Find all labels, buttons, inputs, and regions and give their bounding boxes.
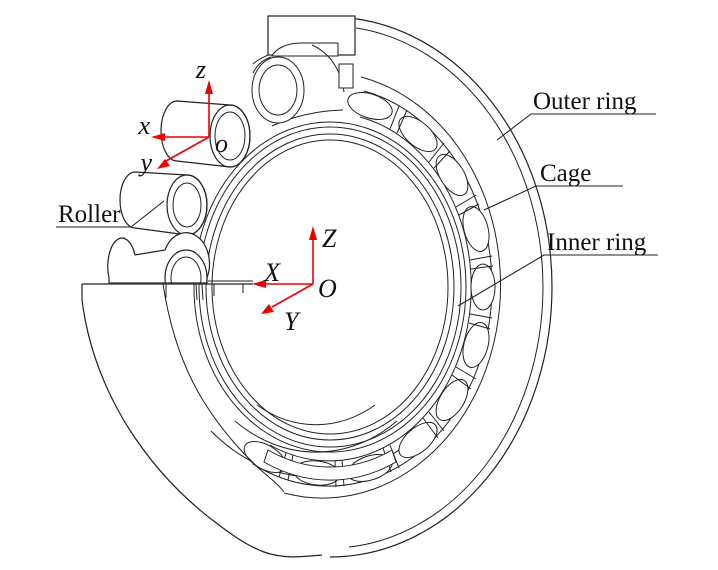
Z-axis-arrowhead [309, 226, 317, 240]
local-y-label: y [137, 148, 152, 177]
callout-inner-ring: Inner ring [457, 229, 658, 307]
x-axis-arrowhead [151, 133, 165, 141]
raceway-rollers [243, 92, 496, 486]
callout-outer-ring: Outer ring [496, 88, 656, 141]
roller-label: Roller [58, 201, 121, 228]
back-face-arcs [210, 109, 422, 478]
roller-local-frame: x y z o [137, 55, 228, 177]
callout-cage: Cage [483, 160, 623, 211]
local-z-label: z [195, 55, 206, 84]
cage-tab [338, 63, 354, 89]
cage-label: Cage [540, 160, 591, 187]
inner-ring-wireframe [193, 121, 467, 453]
global-origin-label: O [318, 274, 337, 303]
local-origin-label: o [215, 129, 228, 158]
local-x-label: x [137, 111, 150, 140]
X-axis-arrowhead [252, 280, 266, 288]
cage-rail [263, 449, 397, 481]
z-axis-arrowhead [205, 80, 213, 94]
global-x-label: X [263, 258, 281, 287]
inner-ring-label: Inner ring [547, 229, 647, 256]
top-cut-section [251, 15, 356, 124]
free-roller-at-cut [107, 232, 211, 284]
outer-ring-wireframe [283, 16, 553, 558]
bearing-global-frame: X Y Z O [252, 224, 337, 336]
global-z-label: Z [322, 224, 337, 253]
Y-axis-arrowhead [261, 304, 274, 314]
outer-ring-label: Outer ring [533, 88, 637, 115]
global-y-label: Y [284, 307, 301, 336]
outer-ring-cut-section [81, 280, 323, 558]
y-axis-arrowhead [157, 159, 170, 169]
cage-section-piece [271, 42, 339, 57]
callout-roller: Roller [56, 200, 165, 228]
cage-bars [278, 105, 494, 488]
seated-roller [251, 56, 305, 124]
